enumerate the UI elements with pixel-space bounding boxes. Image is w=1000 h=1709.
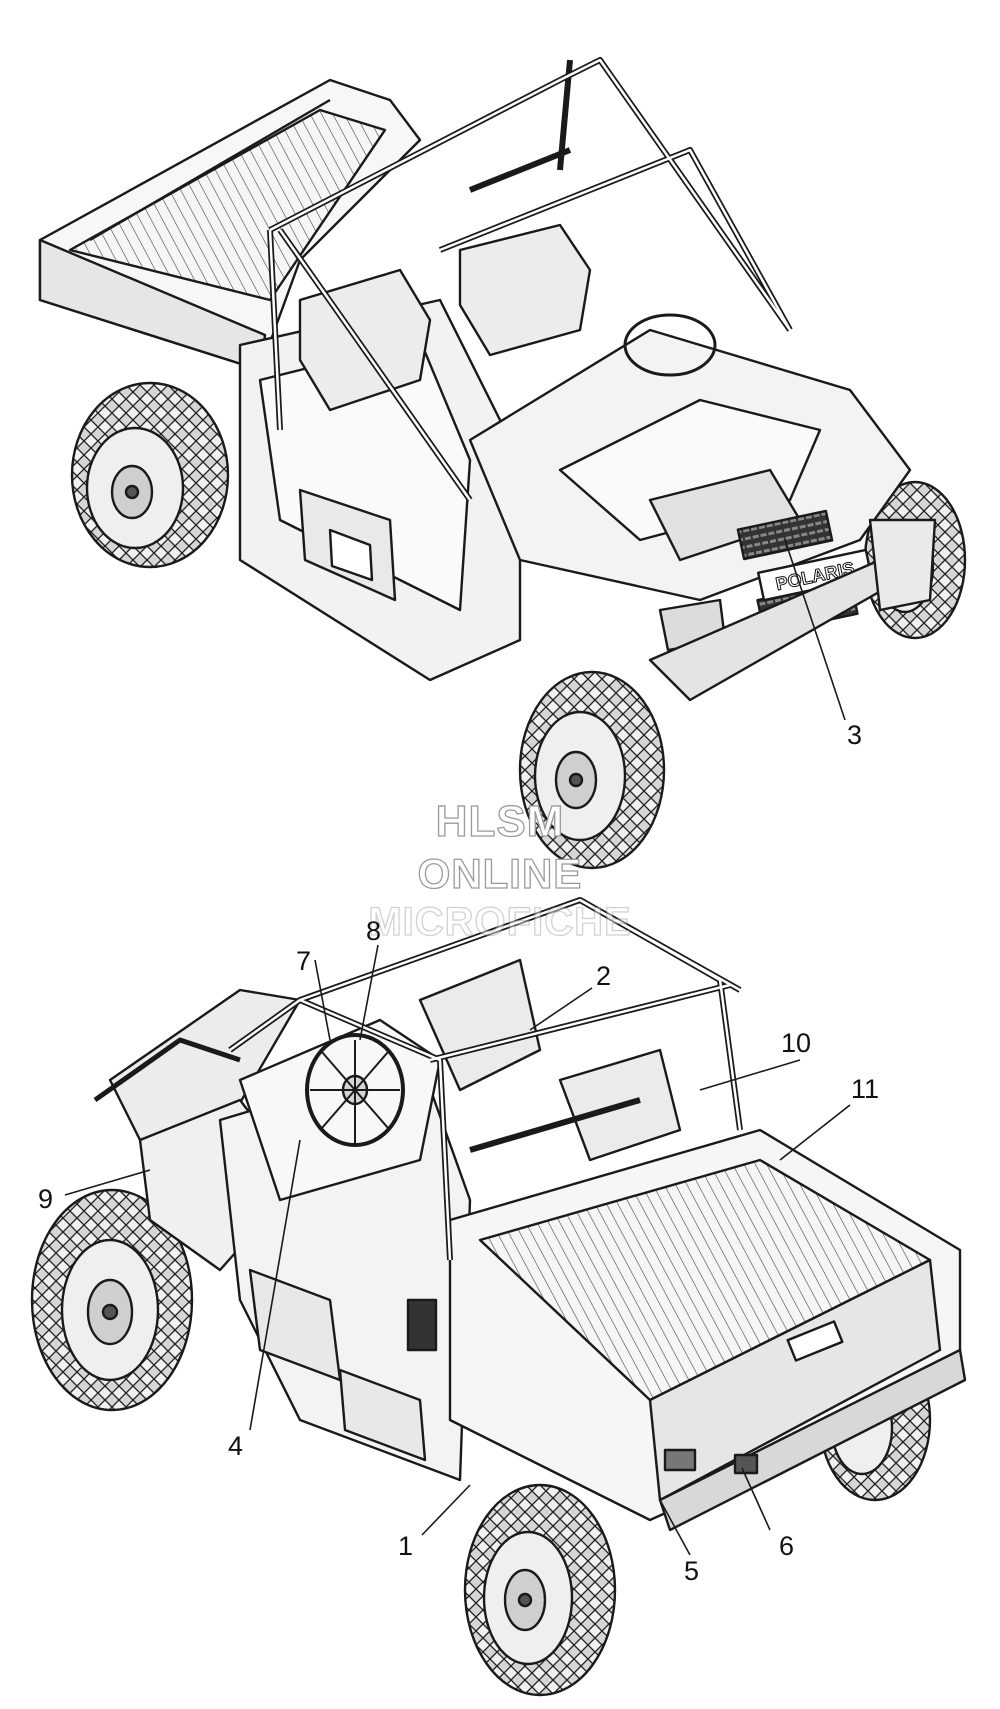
callout-4: 4 [228, 1431, 244, 1461]
wheel-rear-left [70, 381, 230, 569]
callout-6: 6 [779, 1531, 795, 1561]
callout-9: 9 [38, 1184, 54, 1214]
callout-7: 7 [296, 946, 312, 976]
wheel-front-left-2 [30, 1188, 194, 1412]
callout-2: 2 [596, 961, 612, 991]
callout-8: 8 [366, 916, 382, 946]
watermark-line-1: HLSM [435, 796, 565, 846]
watermark-line-2: ONLINE [417, 849, 583, 897]
callout-10: 10 [781, 1028, 812, 1058]
vehicle-front-view: POLARIS [38, 57, 967, 870]
callout-3: 3 [847, 720, 863, 750]
callout-5: 5 [684, 1556, 700, 1586]
wheel-front-left [518, 670, 666, 870]
vehicle-rear-view [30, 897, 967, 1697]
callout-1: 1 [398, 1531, 414, 1561]
callout-11: 11 [851, 1074, 880, 1104]
wheel-rear-left-2 [463, 1483, 617, 1697]
watermark-line-3: MICROFICHE [368, 899, 632, 944]
